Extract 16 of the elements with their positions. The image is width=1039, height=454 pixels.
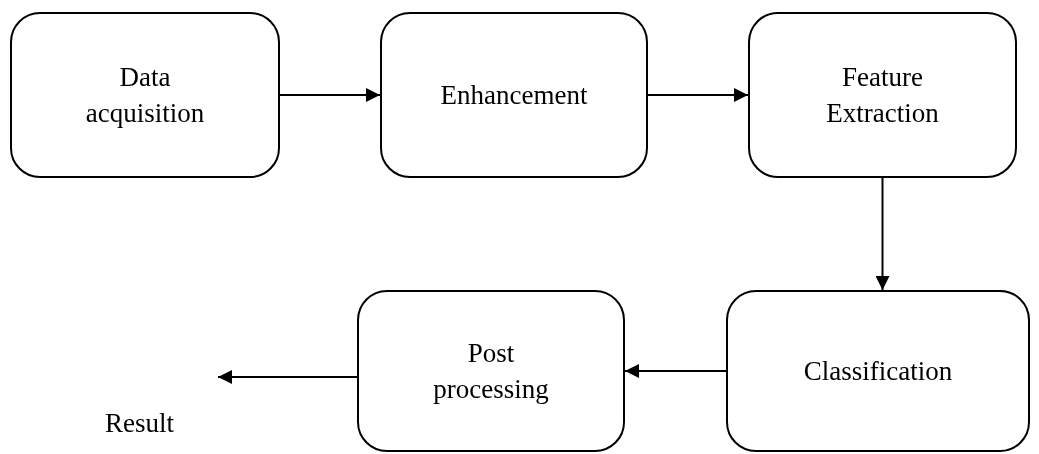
process-box — [380, 12, 648, 178]
arrow — [217, 370, 358, 384]
arrow — [875, 177, 890, 291]
process-box — [10, 12, 280, 178]
process-box — [748, 12, 1017, 178]
box-label: Enhancement — [440, 78, 588, 112]
box-label: Data acquisition — [84, 60, 206, 130]
process-box — [726, 290, 1030, 452]
arrow — [279, 88, 381, 102]
process-box — [357, 290, 625, 452]
box-label: Post processing — [432, 336, 550, 406]
box-label: Classification — [803, 354, 953, 388]
arrow — [624, 364, 727, 378]
arrow — [647, 88, 749, 102]
output-label: Result — [105, 408, 174, 439]
box-label: Feature Extraction — [825, 60, 940, 130]
